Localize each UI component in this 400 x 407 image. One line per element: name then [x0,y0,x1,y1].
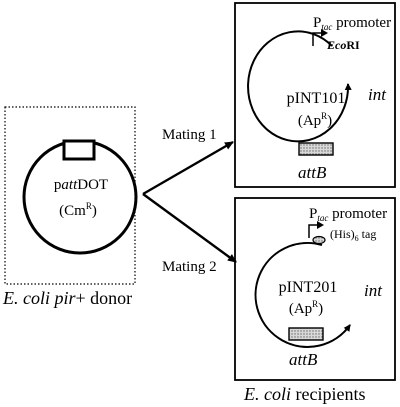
donor-plasmid-box [62,139,96,161]
recipient-2-his-tag-label: (His)6 tag [330,227,376,243]
recipient-1-plasmid-circle [247,30,352,143]
recipient-2-promoter-arrowhead [317,221,324,229]
mating-2-label: Mating 2 [162,259,217,275]
recipient-1-ecori-label: EcoRI [326,38,360,52]
recipient-1-box [234,2,396,188]
recipient-1-attB-box [298,142,334,156]
donor-plasmid-name: pattDOT [54,177,108,193]
recipient-2-promoter-flag [308,224,318,238]
recipient-1-attB-label: attB [298,163,327,182]
donor-marker: (CmR) [59,201,97,219]
recipient-2-promoter-label: Ptac promoter [309,206,387,223]
recipient-2-int-label: int [364,281,383,300]
mating-1-label: Mating 1 [162,127,217,143]
recipient-1-plasmid-name: pINT101 [287,90,346,107]
recipient-1-promoter-flag [312,32,322,46]
recipient-1-int-label: int [368,85,387,104]
recipient-2-attB-box [288,327,324,341]
donor-caption: E. coli pir+ donor [2,288,132,308]
recipient-2-marker: (ApR) [289,299,323,317]
mating-1-arrow [142,140,234,196]
recipient-1-promoter-arrowhead [321,29,328,37]
recipient-2-box [234,197,396,381]
recipient-1-marker: (ApR) [298,111,332,129]
recipients-caption: E. coli recipients [243,384,365,404]
recipient-2-attB-label: attB [289,350,318,369]
recipient-2-plasmid-name: pINT201 [279,279,338,296]
mating-2-arrow [142,193,237,263]
recipient-2-his-tag [312,235,326,245]
recipient-1-promoter-label: Ptac promoter [313,15,391,32]
recipient-2-plasmid-circle [254,242,351,348]
